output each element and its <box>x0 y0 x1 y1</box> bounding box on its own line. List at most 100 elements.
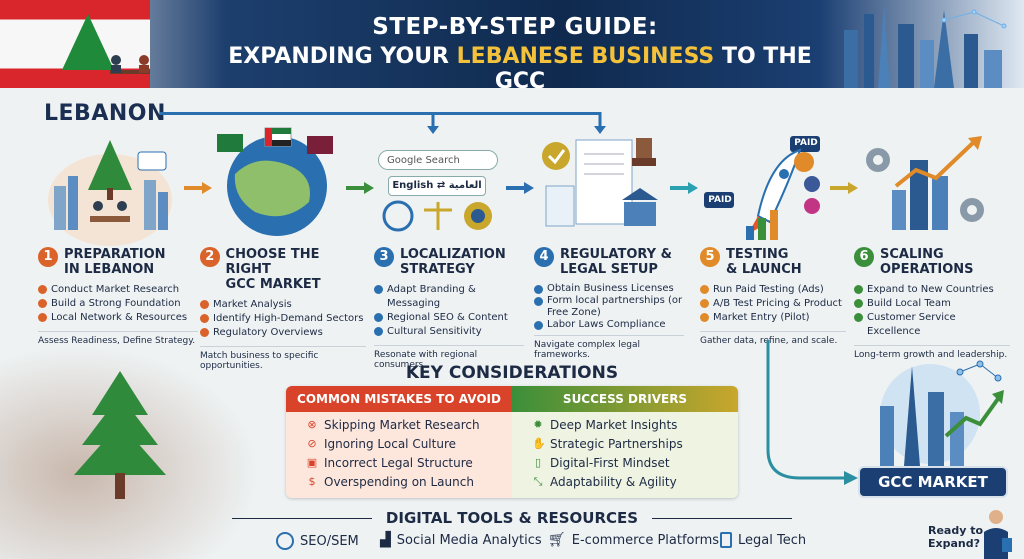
step-bullet: Market Analysis <box>213 299 292 310</box>
mistake-item: Overspending on Launch <box>324 474 474 489</box>
check-icon <box>200 328 209 337</box>
check-icon <box>854 299 863 308</box>
mistake-item: Skipping Market Research <box>324 417 480 432</box>
step-arrow-icon <box>830 182 858 194</box>
bar-chart-icon: ▟ <box>380 532 391 548</box>
tool-seo: SEO/SEM <box>276 532 359 550</box>
step-bullet: Market Entry (Pilot) <box>713 312 810 323</box>
step-number-badge: 3 <box>374 247 394 267</box>
driver-item: Digital-First Mindset <box>550 455 670 470</box>
shopping-cart-icon: 🛒︎ <box>548 532 566 548</box>
step-bullet: A/B Test Pricing & Product <box>713 298 842 309</box>
gcc-city-icon <box>880 360 1004 466</box>
step-number-badge: 1 <box>38 247 58 267</box>
meeting-people-icon <box>110 55 150 74</box>
drivers-header: SUCCESS DRIVERS <box>512 386 738 412</box>
search-bar: Google Search <box>378 150 498 170</box>
step-footer: Resonate with regional consumers. <box>374 350 478 370</box>
step-arrow-icon <box>184 182 212 194</box>
driver-item: Adaptability & Agility <box>550 474 677 489</box>
localization-icons <box>382 200 492 232</box>
step-arrow-icon <box>346 182 374 194</box>
flow-arrow-down-icon <box>594 112 606 134</box>
check-icon <box>854 313 863 322</box>
header-title-highlight: LEBANESE BUSINESS <box>456 44 715 69</box>
check-icon <box>374 285 383 294</box>
step-footer: Assess Readiness, Define Strategy. <box>38 336 196 346</box>
cedar-tree-icon <box>62 14 114 70</box>
step-arrow-icon <box>506 182 534 194</box>
step-4: 4 REGULATORY &LEGAL SETUP Obtain Busines… <box>534 247 684 360</box>
check-icon <box>38 285 47 294</box>
step-title: TESTING& LAUNCH <box>726 247 802 277</box>
check-icon <box>534 285 543 294</box>
check-icon <box>200 300 209 309</box>
no-entry-icon: ⊘ <box>307 436 317 450</box>
flow-to-gcc-arrow-icon <box>766 340 858 485</box>
x-circle-icon: ⊗ <box>307 417 317 431</box>
handshake-icon: ✋ <box>532 436 546 450</box>
tool-social-analytics: ▟Social Media Analytics <box>380 532 542 548</box>
document-icon <box>720 532 732 548</box>
businessman-icon <box>984 510 1012 559</box>
check-icon <box>374 327 383 336</box>
step-number-badge: 4 <box>534 247 554 267</box>
step-bullet: Identify High-Demand Sectors <box>213 313 364 324</box>
step1-illustration <box>48 140 172 246</box>
check-icon <box>374 313 383 322</box>
step-number-badge: 6 <box>854 247 874 267</box>
step-bullet: Build a Strong Foundation <box>51 298 181 309</box>
origin-label: LEBANON <box>44 101 166 126</box>
flow-connector-line <box>160 112 600 115</box>
cedar-tree-icon <box>74 371 166 499</box>
step-number-badge: 2 <box>200 247 220 267</box>
check-icon <box>38 313 47 322</box>
step-number-badge: 5 <box>700 247 720 267</box>
header-title-line1: STEP-BY-STEP GUIDE: <box>372 14 658 40</box>
step-footer: Navigate complex legal frameworks. <box>534 340 640 360</box>
step-bullet: Adapt Branding & Messaging <box>387 284 476 309</box>
check-icon <box>534 321 543 330</box>
step-arrow-icon <box>670 182 698 194</box>
step-5: 5 TESTING& LAUNCH Run Paid Testing (Ads)… <box>700 247 846 346</box>
warning-doc-icon: ▣ <box>306 455 318 469</box>
scaling-growth-icon <box>866 136 984 230</box>
money-bag-icon: $ <box>308 474 316 488</box>
step-bullet: Regulatory Overviews <box>213 327 323 338</box>
key-considerations-title: KEY CONSIDERATIONS <box>405 363 619 383</box>
search-magnifier-icon <box>276 532 294 550</box>
tool-ecommerce: 🛒︎E-commerce Platforms <box>548 532 720 548</box>
driver-item: Deep Market Insights <box>550 417 678 432</box>
flow-arrow-down-icon <box>427 112 439 134</box>
legal-documents-icon <box>542 138 658 227</box>
arrows-icon: ⤡ <box>533 474 543 488</box>
mistake-item: Ignoring Local Culture <box>324 436 457 451</box>
drivers-list: ✹ Deep Market Insights ✋ Strategic Partner… <box>512 412 738 498</box>
mistake-item: Incorrect Legal Structure <box>324 455 473 470</box>
step-bullet: Obtain Business Licenses <box>547 283 674 294</box>
driver-item: Strategic Partnerships <box>550 436 683 451</box>
tools-title: DIGITAL TOOLS & RESOURCES <box>385 509 639 527</box>
step-bullet: Local Network & Resources <box>51 312 188 323</box>
step-bullet: Build Local Team <box>867 298 951 309</box>
gcc-map-icon <box>217 127 333 236</box>
rocket-launch-icon <box>704 136 820 240</box>
paid-badge: PAID <box>708 195 732 205</box>
language-toggle: English ⇄ العامية <box>388 176 486 196</box>
check-icon <box>854 285 863 294</box>
lightbulb-icon: ✹ <box>533 417 543 431</box>
step-bullet: Form local partnerships (or Free Zone) <box>547 295 683 318</box>
paid-badge: PAID <box>794 138 818 148</box>
check-icon <box>700 285 709 294</box>
destination-label: GCC MARKET <box>858 466 1008 498</box>
step-bullet: Cultural Sensitivity <box>387 326 482 337</box>
check-icon <box>700 299 709 308</box>
